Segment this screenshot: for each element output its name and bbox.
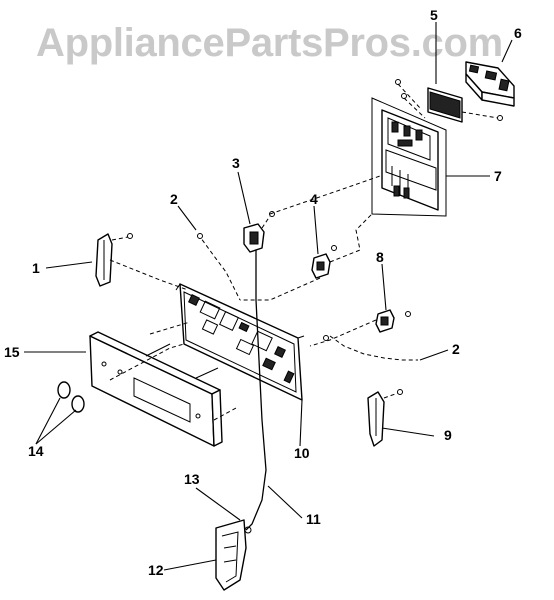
part-12-sensor (215, 519, 252, 591)
part-8-switch (375, 309, 411, 333)
part-15-control-panel (89, 331, 223, 447)
callout-4: 4 (310, 191, 318, 207)
callout-12: 12 (148, 562, 164, 578)
callout-labels: 1 2 3 4 5 6 7 8 2 9 10 11 12 13 14 15 (4, 7, 522, 578)
callout-1: 1 (32, 260, 40, 276)
part-4-relay (311, 245, 337, 279)
callout-2-right: 2 (452, 341, 460, 357)
callout-14: 14 (28, 443, 44, 459)
callout-2-left: 2 (170, 191, 178, 207)
callout-5: 5 (430, 7, 438, 23)
callout-11: 11 (306, 511, 321, 527)
callout-3: 3 (232, 155, 240, 171)
watermark-text: AppliancePartsPros.com (36, 21, 503, 65)
callout-8: 8 (376, 249, 384, 265)
callout-9: 9 (444, 427, 452, 443)
part-9-end-cap-right (367, 389, 403, 447)
part-7-control-board (371, 79, 503, 217)
callout-7: 7 (494, 168, 502, 184)
part-10-bracket (175, 283, 305, 401)
part-14-knobs (57, 381, 85, 413)
part-5-cover (427, 87, 463, 123)
callout-13: 13 (184, 471, 200, 487)
callout-10: 10 (294, 445, 310, 461)
callout-15: 15 (4, 344, 20, 360)
part-3-switch (243, 211, 275, 253)
part-6-connector (465, 61, 515, 107)
callout-6: 6 (514, 25, 522, 41)
leader-lines (24, 22, 513, 571)
harness-lines (109, 175, 418, 531)
part-1-end-cap-left (95, 233, 133, 287)
